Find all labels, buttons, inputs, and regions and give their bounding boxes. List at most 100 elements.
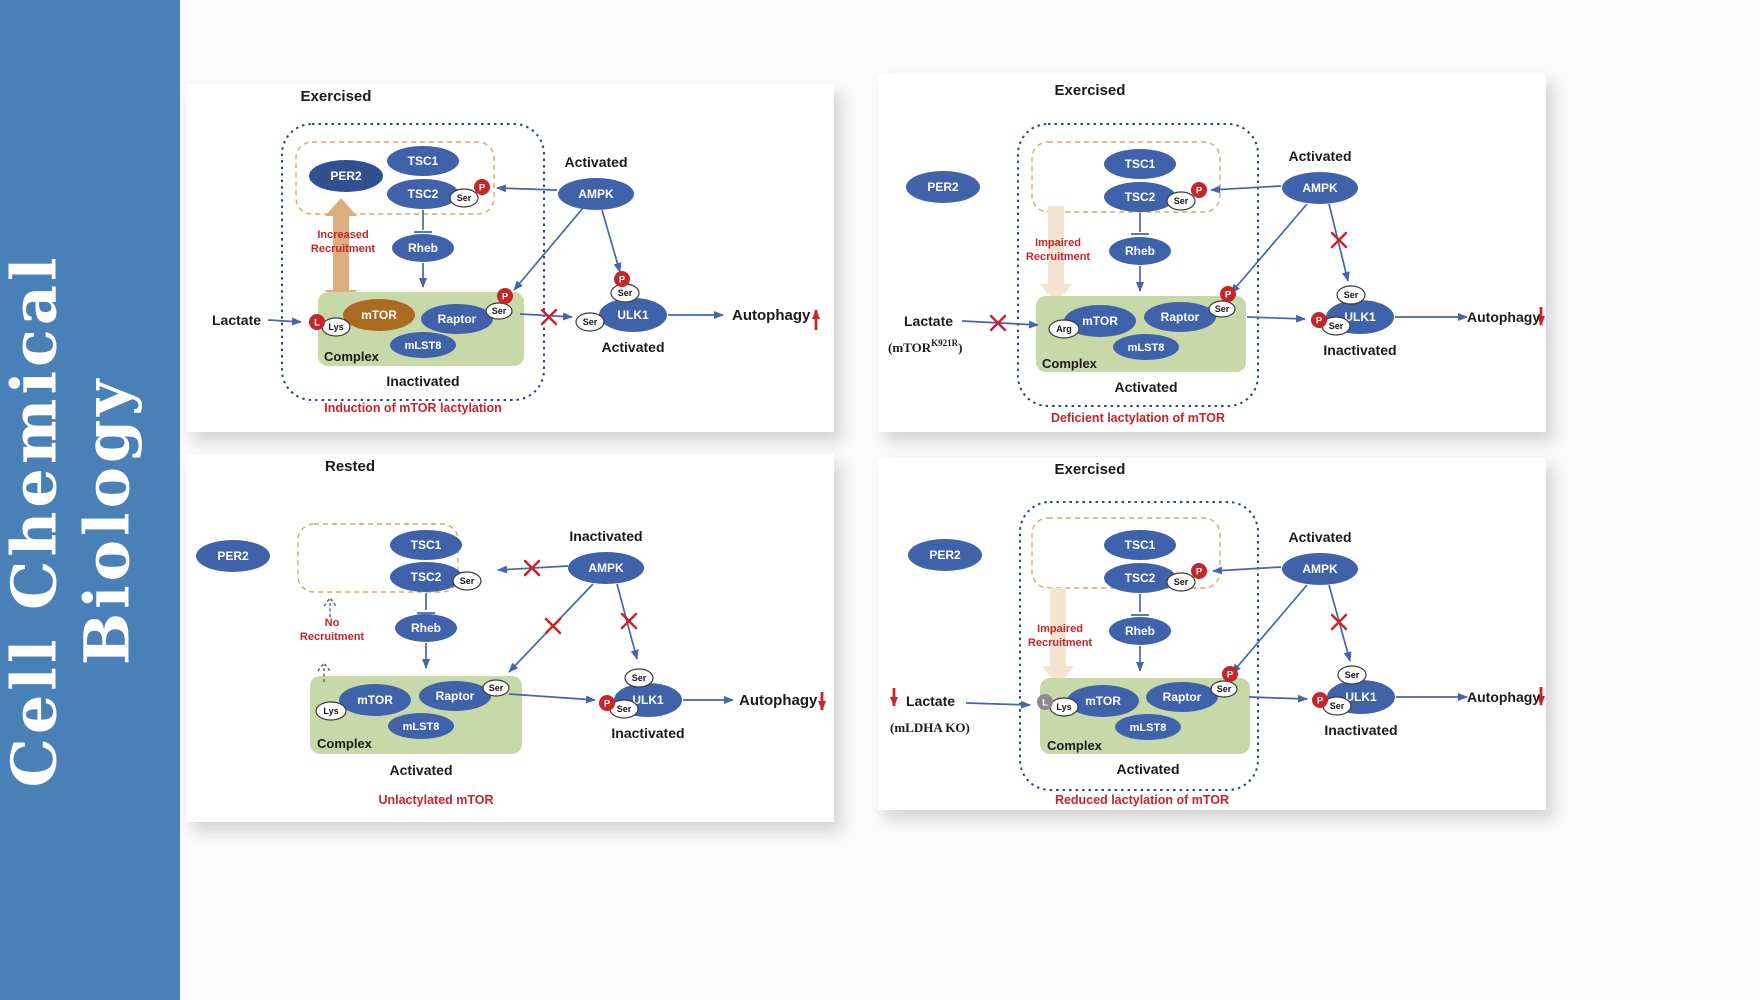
rheb-label: Rheb — [1125, 244, 1155, 258]
no-recruitment-arrow — [317, 661, 331, 682]
ser-site-label: Ser — [1344, 290, 1359, 300]
ser-site-label: Ser — [1330, 701, 1345, 711]
raptor-node — [421, 304, 493, 334]
raptor-node — [1144, 302, 1216, 332]
tsc1-node — [390, 530, 462, 560]
ampk-node — [1282, 172, 1358, 204]
panel-caption: Induction of mTOR lactylation — [324, 401, 502, 415]
mtor-node — [1064, 305, 1136, 337]
per2-node — [196, 540, 270, 572]
arrow-ampk-ulk1 — [1328, 203, 1350, 282]
recruitment-text-2: Recruitment — [1026, 251, 1091, 263]
phospho-label: P — [1225, 290, 1232, 301]
phospho-label: P — [479, 183, 486, 194]
phospho-label: P — [1227, 670, 1234, 681]
lys-site-label: Lys — [323, 706, 338, 716]
phospho-badge — [1312, 692, 1328, 708]
ampk-label: AMPK — [578, 187, 614, 201]
lys-site — [315, 701, 347, 721]
complex-label: Complex — [317, 736, 373, 751]
mlst8-node — [1113, 334, 1179, 360]
panel-exercised-induction: Exercised PER2 TSC1 TSC2 Ser P AMPK Rheb… — [186, 84, 834, 432]
ampk-label: AMPK — [588, 561, 624, 575]
tsc2-node — [1104, 563, 1176, 593]
condition-title: Exercised — [301, 88, 372, 105]
ulk1-node — [599, 298, 667, 332]
complex-state: Activated — [1116, 761, 1179, 777]
mlst8-node — [390, 332, 456, 358]
tsc1-node — [387, 146, 459, 176]
raptor-label: Raptor — [1161, 310, 1200, 324]
mtor-label: mTOR — [1085, 694, 1121, 708]
blocked-x — [620, 612, 638, 630]
rheb-node — [1109, 617, 1171, 645]
arrow-lactate-mtor — [267, 317, 302, 326]
arg-site — [1048, 319, 1080, 339]
arrow-complex-ulk1 — [508, 693, 596, 704]
arrow-ampk-raptor — [513, 207, 584, 291]
exercised-boundary — [281, 123, 545, 401]
tsc2-label: TSC2 — [1125, 571, 1156, 585]
mtor-node — [343, 299, 415, 331]
per2-recruitment-zone — [297, 523, 459, 593]
lactate-label: Lactate — [212, 312, 261, 328]
ser-site — [1337, 665, 1367, 685]
rheb-label: Rheb — [408, 241, 438, 255]
ampk-label: AMPK — [1302, 181, 1338, 195]
recruitment-text-2: Recruitment — [1028, 637, 1093, 649]
ulk1-state: Activated — [601, 339, 664, 355]
condition-title: Exercised — [1055, 82, 1126, 99]
mlst8-label: mLST8 — [403, 721, 440, 733]
recruitment-text-1: Increased — [317, 229, 368, 241]
phospho-label: P — [1196, 186, 1203, 197]
ser-site-label: Ser — [492, 306, 507, 316]
lactate-label: Lactate — [906, 693, 955, 709]
phospho-label: P — [619, 275, 626, 286]
mtor-label: mTOR — [361, 308, 397, 322]
rheb-node — [395, 614, 457, 642]
rheb-node — [1109, 237, 1171, 265]
ser-site — [1208, 300, 1236, 318]
arrow-ampk-tsc2 — [496, 184, 558, 193]
mlst8-label: mLST8 — [1130, 722, 1167, 734]
ulk1-state: Inactivated — [611, 725, 684, 741]
condition-title: Rested — [325, 458, 375, 475]
ser-site — [1210, 680, 1238, 698]
blocked-x — [1330, 613, 1348, 631]
per2-label: PER2 — [217, 549, 249, 563]
recruitment-text-2: Recruitment — [300, 631, 365, 643]
recruitment-text-1: Impaired — [1037, 623, 1083, 635]
recruitment-arrow-faded — [1042, 588, 1074, 686]
panel-exercised-mldha-ko: Exercised PER2 TSC1 TSC2 Ser P AMPK Rheb… — [878, 458, 1546, 810]
arrow-ampk-raptor — [1230, 203, 1308, 294]
genotype-sup: K921R — [931, 338, 959, 348]
panel-caption: Deficient lactylation of mTOR — [1051, 411, 1225, 425]
genotype-label: (mTORK921R) — [888, 338, 962, 355]
ser-site — [1336, 285, 1366, 305]
per2-node — [309, 160, 383, 192]
lys-site-label: Lys — [328, 322, 343, 332]
ser-site-label: Ser — [1329, 321, 1344, 331]
no-recruitment-arrow — [323, 596, 337, 617]
mtor-label: mTOR — [357, 693, 393, 707]
ulk1-label: ULK1 — [617, 308, 649, 322]
ser-site-label: Ser — [583, 317, 598, 327]
blocked-x — [544, 617, 562, 635]
phospho-badge — [474, 179, 490, 195]
panel-caption: Unlactylated mTOR — [378, 793, 493, 807]
phospho-badge — [1191, 563, 1207, 579]
ampk-label: AMPK — [1302, 562, 1338, 576]
ser-site — [1166, 572, 1196, 592]
tsc2-node — [390, 562, 462, 592]
exercised-boundary — [1019, 501, 1259, 791]
arrow-ampk-ulk1 — [601, 209, 622, 273]
ulk1-label: ULK1 — [632, 693, 664, 707]
ser-site-label: Ser — [618, 288, 633, 298]
condition-title: Exercised — [1055, 461, 1126, 478]
blocked-x — [989, 314, 1007, 332]
tsc1-label: TSC1 — [1125, 157, 1156, 171]
recruitment-arrow — [325, 198, 357, 308]
autophagy-label: Autophagy — [739, 692, 818, 709]
autophagy-label: Autophagy — [1467, 689, 1540, 705]
raptor-label: Raptor — [438, 312, 477, 326]
